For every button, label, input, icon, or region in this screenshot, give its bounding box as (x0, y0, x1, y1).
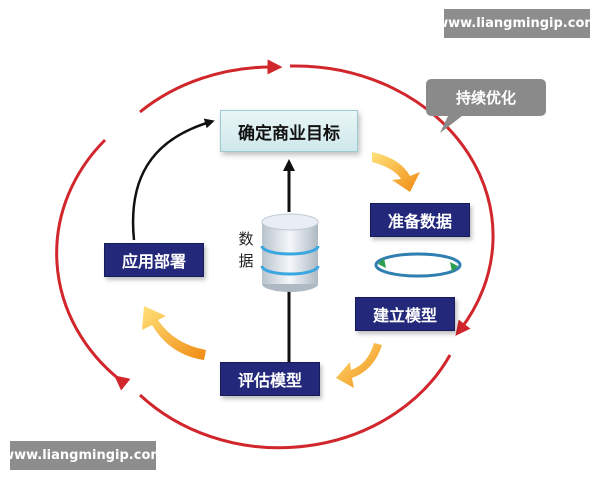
database-icon (260, 213, 320, 292)
node-prepare: 准备数据 (370, 203, 470, 237)
callout-bubble (426, 79, 546, 133)
data-label-char2: 据 (238, 252, 254, 270)
cycle-arc-top (139, 59, 283, 114)
node-evaluate-label: 评估模型 (237, 371, 302, 390)
prepare-build-loop-icon (374, 252, 462, 278)
deploy-to-goal-arrow (131, 118, 215, 241)
node-build: 建立模型 (355, 297, 455, 331)
callout-label: 持续优化 (455, 89, 516, 107)
cycle-arc-left (55, 138, 131, 391)
data-label: 数 据 (236, 228, 256, 272)
cycle-arc-top-right (289, 64, 495, 336)
data-label-char1: 数 (238, 230, 254, 248)
node-deploy-label: 应用部署 (121, 252, 186, 271)
watermark-top-right: www.liangmingip.com (436, 9, 598, 38)
watermark-bottom-left: www.liangmingip.com (2, 441, 164, 470)
evaluate-to-deploy-arrow (142, 306, 206, 360)
node-goal: 确定商业目标 (220, 110, 358, 152)
build-to-evaluate-arrow (336, 343, 382, 388)
node-evaluate: 评估模型 (220, 362, 320, 396)
node-goal-label: 确定商业目标 (238, 123, 340, 144)
node-build-label: 建立模型 (372, 306, 437, 325)
goal-to-prepare-arrow (372, 152, 420, 192)
node-prepare-label: 准备数据 (387, 212, 452, 231)
cycle-arc-bottom (138, 354, 452, 450)
node-deploy: 应用部署 (104, 243, 204, 277)
